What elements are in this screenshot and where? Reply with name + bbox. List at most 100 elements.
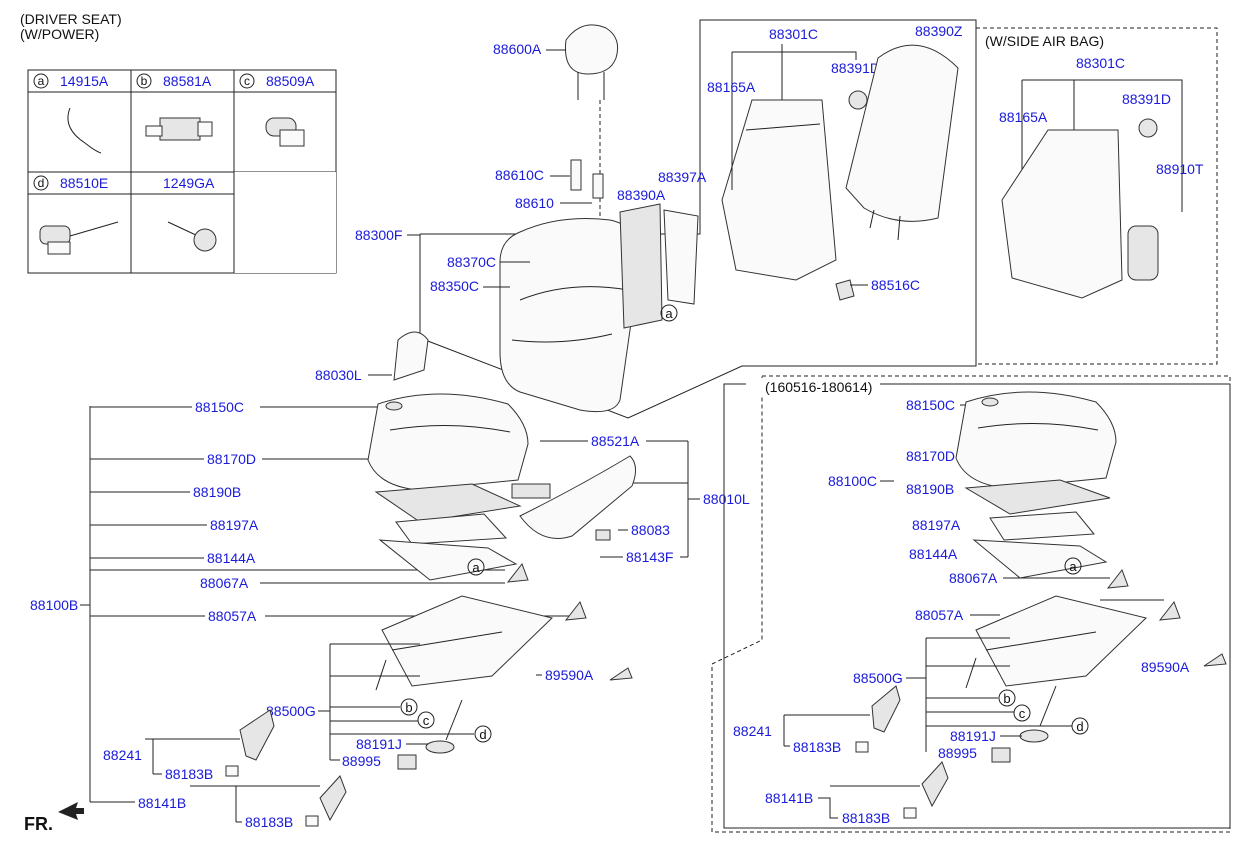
label-88600A[interactable]: 88600A (493, 41, 542, 57)
front-direction-label: FR. (24, 814, 53, 834)
label-88516C[interactable]: 88516C (871, 277, 920, 293)
legend-part-88509A[interactable]: 88509A (266, 73, 315, 89)
callout-a-cushion: a (472, 560, 480, 575)
side-cover-88030L (393, 331, 429, 381)
label-88057A-alt[interactable]: 88057A (915, 607, 964, 623)
label-88241-alt[interactable]: 88241 (733, 723, 772, 739)
seatback-frame (721, 90, 868, 301)
label-88910T[interactable]: 88910T (1156, 161, 1204, 177)
bracket-88141B (305, 775, 347, 827)
callout-b: b (405, 700, 412, 715)
label-88143F[interactable]: 88143F (626, 549, 673, 565)
label-88391D-airbag[interactable]: 88391D (1122, 91, 1171, 107)
legend-table: a 14915A b 88581A c 88509A d 88510E 1249… (27, 69, 337, 274)
seatback-back-board (845, 44, 959, 241)
label-88067A-alt[interactable]: 88067A (949, 570, 998, 586)
bracket-88241-alt (855, 685, 901, 753)
legend-part-88510E[interactable]: 88510E (60, 175, 108, 191)
label-88183B-3[interactable]: 88183B (793, 739, 841, 755)
label-88141B-alt[interactable]: 88141B (765, 790, 813, 806)
label-88067A[interactable]: 88067A (200, 575, 249, 591)
date-range-title: (160516-180614) (765, 379, 872, 395)
label-88390A[interactable]: 88390A (617, 187, 666, 203)
label-88165A[interactable]: 88165A (707, 79, 756, 95)
cushion-pads (374, 483, 522, 581)
callout-d-alt: d (1076, 719, 1083, 734)
callout-b-alt: b (1003, 691, 1010, 706)
label-88010L[interactable]: 88010L (703, 491, 750, 507)
label-88610C[interactable]: 88610C (495, 167, 544, 183)
label-88183B-2[interactable]: 88183B (245, 814, 293, 830)
label-89590A-alt[interactable]: 89590A (1141, 659, 1190, 675)
callout-d: d (479, 727, 486, 742)
legend-part-1249GA[interactable]: 1249GA (163, 175, 215, 191)
label-88165A-airbag[interactable]: 88165A (999, 109, 1048, 125)
label-88144A[interactable]: 88144A (207, 550, 256, 566)
label-88995[interactable]: 88995 (342, 753, 381, 769)
label-88391D[interactable]: 88391D (831, 60, 880, 76)
label-88183B-1[interactable]: 88183B (165, 766, 213, 782)
side-shield (511, 455, 636, 541)
label-88301C-airbag[interactable]: 88301C (1076, 55, 1125, 71)
legend-letter-b: b (141, 74, 148, 88)
label-88397A[interactable]: 88397A (658, 169, 707, 185)
seat-cushion (367, 393, 529, 491)
legend-letter-a: a (38, 74, 45, 88)
legend-part-14915A[interactable]: 14915A (60, 73, 109, 89)
diagram-title: (DRIVER SEAT) (20, 11, 122, 27)
label-88141B[interactable]: 88141B (138, 795, 186, 811)
label-88301C[interactable]: 88301C (769, 26, 818, 42)
label-88390Z[interactable]: 88390Z (915, 23, 963, 39)
seat-frame (375, 595, 633, 770)
label-88083[interactable]: 88083 (631, 522, 670, 538)
label-88500G[interactable]: 88500G (266, 703, 316, 719)
callout-a-alt: a (1069, 559, 1077, 574)
label-88183B-4[interactable]: 88183B (842, 810, 890, 826)
headrest-guides (570, 159, 604, 199)
date-range-box-inner (723, 383, 1231, 829)
legend-part-88581A[interactable]: 88581A (163, 73, 212, 89)
label-88057A[interactable]: 88057A (208, 608, 257, 624)
label-88150C-alt[interactable]: 88150C (906, 397, 955, 413)
callout-c-alt: c (1019, 706, 1026, 721)
label-89590A[interactable]: 89590A (545, 667, 594, 683)
label-88191J[interactable]: 88191J (356, 736, 402, 752)
callout-c: c (423, 713, 430, 728)
label-88191J-alt[interactable]: 88191J (950, 728, 996, 744)
motor-shaft-icon (39, 221, 119, 255)
label-88170D[interactable]: 88170D (207, 451, 256, 467)
callout-a-seatback: a (665, 306, 673, 321)
label-88190B-alt[interactable]: 88190B (906, 481, 954, 497)
motor-small-icon (265, 117, 305, 147)
seatback-cover (499, 218, 641, 413)
label-88610[interactable]: 88610 (515, 195, 554, 211)
seatback-assembly-outline (419, 19, 977, 419)
side-airbag-box (975, 27, 1218, 365)
headrest (564, 24, 619, 230)
bracket-88141B-alt (903, 761, 949, 819)
label-88500G-alt[interactable]: 88500G (853, 670, 903, 686)
label-88300F[interactable]: 88300F (355, 227, 402, 243)
label-88170D-alt[interactable]: 88170D (906, 448, 955, 464)
bracket-88057A (564, 600, 587, 621)
label-88144A-alt[interactable]: 88144A (909, 546, 958, 562)
label-88370C[interactable]: 88370C (447, 254, 496, 270)
label-88030L[interactable]: 88030L (315, 367, 362, 383)
label-88241[interactable]: 88241 (103, 747, 142, 763)
seatback-heater-mat (619, 203, 699, 329)
wire-clip-icon (67, 107, 102, 154)
label-88100C[interactable]: 88100C (828, 473, 877, 489)
label-88521A[interactable]: 88521A (591, 433, 640, 449)
label-88100B[interactable]: 88100B (30, 597, 78, 613)
label-88197A-alt[interactable]: 88197A (912, 517, 961, 533)
legend-letter-d: d (38, 176, 45, 190)
label-88350C[interactable]: 88350C (430, 278, 479, 294)
label-88995-alt[interactable]: 88995 (938, 745, 977, 761)
label-88190B[interactable]: 88190B (193, 484, 241, 500)
seat-frame-alt (965, 595, 1227, 763)
label-88150C[interactable]: 88150C (195, 399, 244, 415)
seat-cushion-alt (955, 391, 1181, 621)
label-88197A[interactable]: 88197A (210, 517, 259, 533)
bracket-88241 (225, 709, 275, 777)
